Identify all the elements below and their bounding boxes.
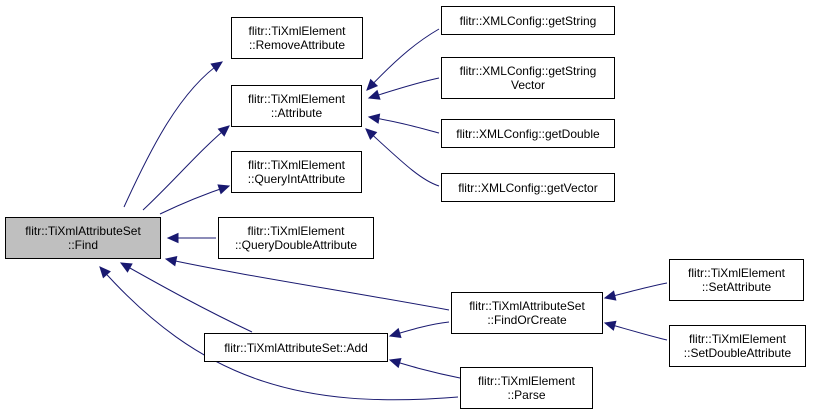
node-query-double-attribute-line-2: ::QueryDoubleAttribute xyxy=(234,238,358,252)
node-get-double-line-1: flitr::XMLConfig::getDouble xyxy=(456,126,600,141)
arrowhead-getstringvec-to-attribute xyxy=(367,89,381,100)
node-find[interactable]: flitr::TiXmlAttributeSet ::Find xyxy=(5,217,161,259)
node-remove-attribute-line-2: ::RemoveAttribute xyxy=(248,38,346,52)
node-query-double-attribute-line-1: flitr::TiXmlElement xyxy=(247,224,345,238)
arrowhead-getstring-to-attribute xyxy=(366,78,379,91)
node-add-line-1: flitr::TiXmlAttributeSet::Add xyxy=(224,340,368,355)
edge-add-to-find xyxy=(120,262,253,333)
node-attribute[interactable]: flitr::TiXmlElement ::Attribute xyxy=(231,85,362,127)
node-parse[interactable]: flitr::TiXmlElement ::Parse xyxy=(460,367,593,409)
arrowhead-findorcreate-to-add xyxy=(388,327,402,339)
edge-getvector-to-attribute xyxy=(365,128,440,187)
node-find-or-create[interactable]: flitr::TiXmlAttributeSet ::FindOrCreate xyxy=(451,292,603,334)
node-attribute-line-2: ::Attribute xyxy=(270,106,323,120)
node-parse-line-1: flitr::TiXmlElement xyxy=(478,374,575,388)
node-remove-attribute[interactable]: flitr::TiXmlElement ::RemoveAttribute xyxy=(231,17,363,59)
node-query-int-attribute[interactable]: flitr::TiXmlElement ::QueryIntAttribute xyxy=(231,151,362,193)
node-set-attribute-line-1: flitr::TiXmlElement xyxy=(688,266,785,280)
arrowhead-querydouble-to-find xyxy=(166,232,179,244)
arrowhead-setattr-to-findorcreate xyxy=(603,290,617,301)
node-query-int-attribute-line-1: flitr::TiXmlElement xyxy=(248,158,345,172)
edge-attribute-to-find xyxy=(142,125,230,211)
node-query-double-attribute[interactable]: flitr::TiXmlElement ::QueryDoubleAttribu… xyxy=(218,217,374,259)
arrowhead-add-to-find xyxy=(119,262,133,273)
node-get-string-vector-line-2: Vector xyxy=(510,78,546,92)
node-set-attribute[interactable]: flitr::TiXmlElement ::SetAttribute xyxy=(669,259,804,301)
node-find-line-1: flitr::TiXmlAttributeSet xyxy=(25,224,141,238)
node-find-or-create-line-2: ::FindOrCreate xyxy=(487,313,567,327)
node-get-string-line-1: flitr::XMLConfig::getString xyxy=(459,13,597,28)
node-get-double[interactable]: flitr::XMLConfig::getDouble xyxy=(441,119,615,148)
edge-removeattr-to-find xyxy=(123,61,223,208)
edge-queryint-to-find xyxy=(159,185,230,215)
node-add[interactable]: flitr::TiXmlAttributeSet::Add xyxy=(204,333,388,362)
node-get-vector-line-1: flitr::XMLConfig::getVector xyxy=(458,180,598,195)
arrowhead-getdouble-to-attribute xyxy=(367,113,381,124)
arrowhead-queryint-to-find xyxy=(217,184,231,195)
edge-parse-to-add xyxy=(389,359,461,379)
node-set-double-attribute[interactable]: flitr::TiXmlElement ::SetDoubleAttribute xyxy=(669,325,806,367)
node-get-string[interactable]: flitr::XMLConfig::getString xyxy=(441,6,615,35)
arrowhead-parse-to-find xyxy=(99,266,111,279)
arrowhead-setdoubleattr-to-findorcreate xyxy=(603,320,617,331)
node-find-or-create-line-1: flitr::TiXmlAttributeSet xyxy=(469,299,585,313)
node-remove-attribute-line-1: flitr::TiXmlElement xyxy=(248,24,346,38)
arrowhead-findorcreate-to-find xyxy=(164,256,178,267)
edge-parse-to-find xyxy=(99,266,459,401)
node-query-int-attribute-line-2: ::QueryIntAttribute xyxy=(247,172,346,186)
edge-getstring-to-attribute xyxy=(366,28,440,91)
node-attribute-line-1: flitr::TiXmlElement xyxy=(248,92,345,106)
node-parse-line-2: ::Parse xyxy=(507,388,546,402)
node-get-string-vector-line-1: flitr::XMLConfig::getString xyxy=(459,64,597,78)
arrowhead-removeattr-to-find xyxy=(210,61,224,73)
arrowhead-parse-to-add xyxy=(388,357,402,369)
node-get-string-vector[interactable]: flitr::XMLConfig::getString Vector xyxy=(441,57,615,99)
node-set-double-attribute-line-1: flitr::TiXmlElement xyxy=(689,332,786,346)
edge-getdouble-to-attribute xyxy=(368,116,440,134)
node-get-vector[interactable]: flitr::XMLConfig::getVector xyxy=(441,173,615,202)
node-find-line-2: ::Find xyxy=(67,238,98,252)
edge-getstringvec-to-attribute xyxy=(368,77,440,99)
edge-findorcreate-to-find xyxy=(165,258,450,311)
node-set-double-attribute-line-2: ::SetDoubleAttribute xyxy=(683,346,792,360)
arrowhead-getvector-to-attribute xyxy=(365,128,378,140)
arrowhead-attribute-to-find xyxy=(217,125,230,137)
node-set-attribute-line-2: ::SetAttribute xyxy=(701,280,772,294)
